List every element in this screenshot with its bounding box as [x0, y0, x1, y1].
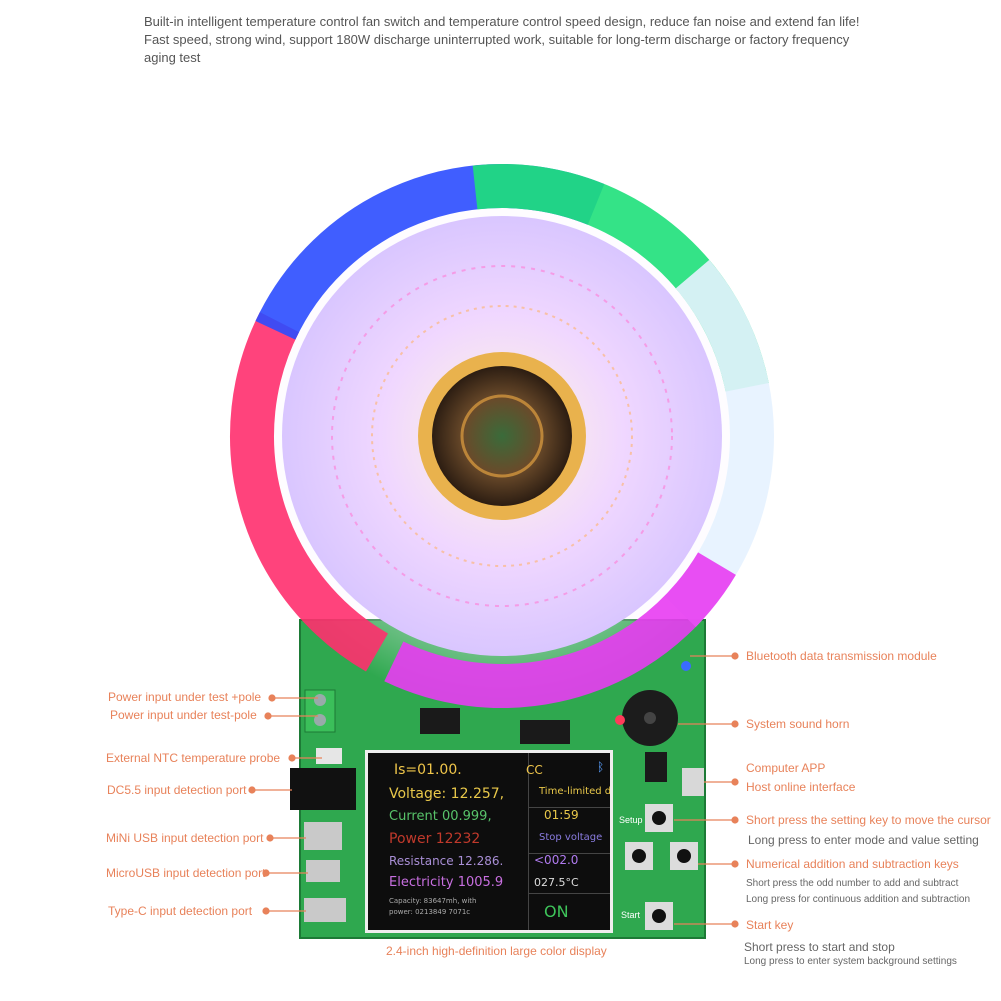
screen-temp: 027.5°C	[534, 876, 579, 889]
label-host: Host online interface	[746, 780, 856, 794]
dc-jack	[290, 768, 356, 810]
label-power-minus: Power input under test-pole	[110, 708, 257, 722]
label-num-title: Numerical addition and subtraction keys	[746, 857, 959, 871]
label-micro-usb: MicroUSB input detection port	[106, 866, 266, 880]
label-mini-usb: MiNi USB input detection port	[106, 831, 264, 845]
ntc-connector	[316, 748, 342, 764]
start-silkscreen: Start	[621, 910, 641, 920]
color-display: Is=01.00. CC ᛒ Voltage: 12.257, Current …	[365, 750, 613, 933]
display-caption: 2.4-inch high-definition large color dis…	[386, 944, 607, 958]
label-setup-title: Short press the setting key to move the …	[746, 813, 991, 827]
micro-usb-port	[306, 860, 340, 882]
screen-resistance: Resistance 12.286.	[389, 854, 504, 868]
type-c-port	[304, 898, 346, 922]
label-bluetooth: Bluetooth data transmission module	[746, 649, 937, 663]
label-num-sub1: Short press the odd number to add and su…	[746, 878, 959, 889]
screen-stop-voltage: Stop voltage	[539, 832, 603, 843]
label-num-sub2: Long press for continuous addition and s…	[746, 894, 971, 905]
screen-electricity: Electricity 1005.9	[389, 875, 504, 890]
screen-voltage: Voltage: 12.257,	[389, 786, 505, 802]
label-dc55: DC5.5 input detection port	[107, 783, 247, 797]
screen-stop-value: <002.0	[534, 853, 579, 867]
screen-is: Is=01.00.	[394, 762, 462, 778]
label-app: Computer APP	[746, 761, 826, 775]
screen-power-small: power: 0213849 7071c	[389, 908, 471, 916]
label-start-sub2: Long press to enter system background se…	[744, 956, 957, 967]
screen-time: 01:59	[544, 808, 579, 822]
screen-current: Current 00.999,	[389, 809, 492, 824]
setup-silkscreen: Setup	[619, 815, 643, 825]
label-power-plus: Power input under test +pole	[108, 690, 262, 704]
screen-time-limited: Time-limited discharge	[539, 786, 613, 797]
screen-mode: CC	[526, 763, 543, 777]
label-start-sub1: Short press to start and stop	[744, 940, 895, 954]
label-ntc: External NTC temperature probe	[106, 751, 281, 765]
label-start-title: Start key	[746, 918, 794, 932]
intro-text: Built-in intelligent temperature control…	[144, 14, 860, 65]
screen-on: ON	[544, 902, 569, 921]
label-type-c: Type-C input detection port	[108, 904, 253, 918]
screen-power: Power 12232	[389, 831, 481, 847]
bluetooth-icon: ᛒ	[597, 760, 605, 774]
mini-usb-port	[304, 822, 342, 850]
host-usb-port	[682, 768, 704, 796]
label-setup-sub: Long press to enter mode and value setti…	[748, 833, 979, 847]
screen-capacity: Capacity: 83647mh, with	[389, 897, 477, 905]
label-horn: System sound horn	[746, 717, 850, 731]
